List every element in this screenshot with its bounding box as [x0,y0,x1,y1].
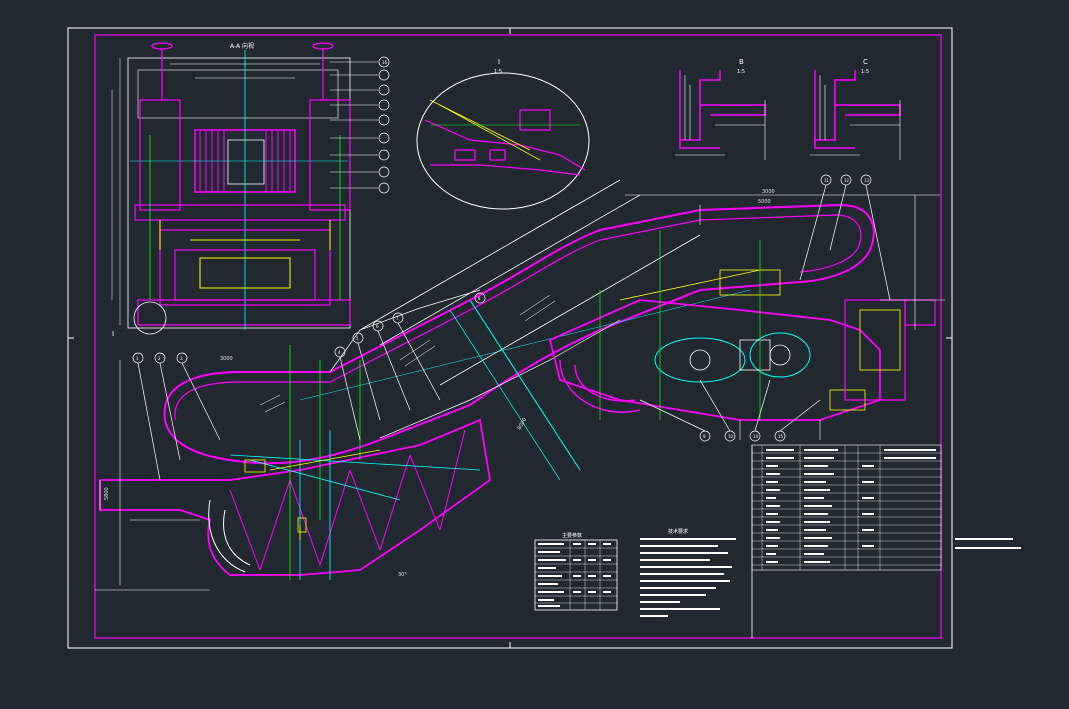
drawing-frame [94,34,942,639]
dim-incline-length: 8000 [517,417,529,431]
left-balloons [132,292,486,481]
escalator-side-view [95,179,945,591]
tech-req-title: 技术要求 [668,528,688,535]
top-view-title: A-A 向视 [230,42,254,50]
part-balloon-number: 9 [703,434,706,439]
dim-overall-top: 3000 [762,189,775,195]
section-b-scale: 1:5 [737,69,745,75]
part-balloon-number: 14 [753,434,759,439]
part-balloon-number: 8 [478,296,481,301]
section-c-label: C [863,58,868,66]
dim-angle: 30° [398,572,407,578]
part-balloon-number: 7 [396,316,399,321]
parts-list [751,444,1021,638]
section-b-group: B 1:5 [675,58,766,160]
section-c-scale: 1:5 [861,69,869,75]
param-table-title: 主要参数 [562,532,582,539]
section-b-label: B [739,58,744,66]
tech-requirements: 技术要求 [640,528,736,617]
part-balloon-number: 12 [844,178,850,183]
part-balloon-number: 13 [864,178,870,183]
dim-upper-span: 5000 [758,199,771,205]
detail-circle-label: I [498,58,500,66]
part-balloon-number: 10 [728,434,734,439]
dimension-labels: 3000 5000 3000 8000 30° 5800 [104,189,775,578]
dim-lower-span: 3000 [220,356,233,362]
detail-i-marker-label: I [112,330,114,338]
part-balloon-number: 5 [356,336,359,341]
part-balloon-number: 15 [778,434,784,439]
part-balloon-number: 4 [338,350,341,355]
part-balloon-number: 2 [158,356,161,361]
part-balloon-number: 6 [376,324,379,329]
lower-balloons [639,379,821,442]
part-balloon-number: 1 [136,356,139,361]
part-balloon-number: 11 [824,178,830,183]
detail-circle-scale: 1:5 [494,69,502,75]
part-balloon-number: 3 [180,356,183,361]
detail-circle-group: I 1:5 [416,58,590,210]
section-c-group: C 1:5 [810,58,901,160]
upper-balloons [799,174,891,301]
part-balloon-number: 16 [382,60,388,65]
top-view-group: A-A 向视 [111,42,390,338]
param-table: 主要参数 [534,532,618,611]
detail-i-marker [133,301,167,335]
dim-height: 5800 [104,487,110,500]
